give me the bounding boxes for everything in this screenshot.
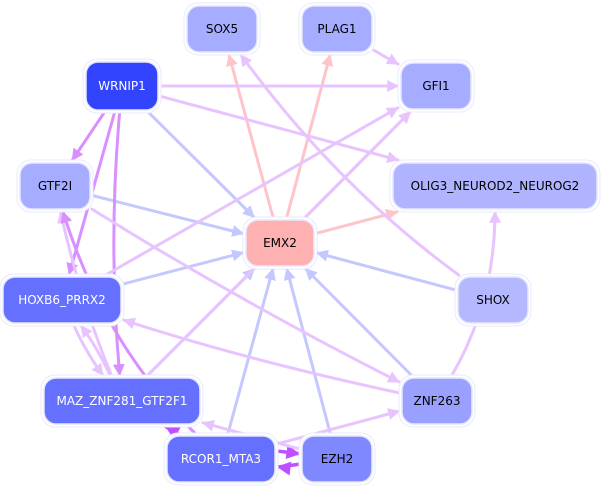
- node-label: GFI1: [422, 79, 449, 93]
- node-wrnip1[interactable]: WRNIP1: [82, 58, 162, 114]
- node-rcor1-mta3[interactable]: RCOR1_MTA3: [163, 432, 279, 486]
- edge-hoxb6_prrx2-to-emx2: [121, 249, 245, 286]
- edge-plag1-to-gfi1: [372, 48, 400, 66]
- edge-maz_znf281_gtf2f1-to-hoxb6_prrx2: [79, 324, 112, 378]
- node-label: EZH2: [321, 452, 353, 466]
- node-plag1[interactable]: PLAG1: [298, 2, 376, 56]
- edge-rcor1_mta3-to-znf263: [275, 408, 401, 446]
- node-label: SOX5: [206, 22, 238, 36]
- node-label: HOXB6_PRRX2: [18, 293, 106, 307]
- node-box: [85, 61, 159, 111]
- node-box: [43, 377, 201, 425]
- node-box: [166, 435, 276, 483]
- node-box: [457, 276, 529, 324]
- node-maz-znf281-gtf2f1[interactable]: MAZ_ZNF281_GTF2F1: [40, 374, 204, 428]
- node-sox5[interactable]: SOX5: [183, 2, 261, 56]
- node-label: ZNF263: [413, 394, 460, 408]
- node-gfi1[interactable]: GFI1: [397, 59, 475, 113]
- edge-wrnip1-to-gtf2i: [70, 110, 107, 162]
- edge-ezh2-to-rcor1_mta3: [276, 461, 302, 476]
- node-box: [2, 276, 122, 324]
- edge-wrnip1-to-emx2: [146, 110, 256, 219]
- node-box: [301, 5, 373, 53]
- edge-hoxb6_prrx2-to-maz_znf281_gtf2f1: [72, 323, 105, 377]
- edge-wrnip1-to-olig3_neurod2_neurog2: [158, 94, 400, 163]
- node-label: SHOX: [476, 293, 510, 307]
- edge-gtf2i-to-emx2: [90, 193, 245, 237]
- node-label: WRNIP1: [98, 79, 146, 93]
- edge-emx2-to-sox5: [226, 53, 275, 220]
- node-ezh2[interactable]: EZH2: [298, 432, 376, 486]
- node-hoxb6-prrx2[interactable]: HOXB6_PRRX2: [0, 273, 125, 327]
- node-label: PLAG1: [317, 22, 356, 36]
- node-label: MAZ_ZNF281_GTF2F1: [56, 394, 187, 408]
- node-box: [301, 435, 373, 483]
- node-label: RCOR1_MTA3: [181, 452, 261, 466]
- edge-gtf2i-to-znf263: [90, 207, 401, 384]
- node-label: GTF2I: [38, 179, 72, 193]
- node-emx2[interactable]: EMX2: [242, 216, 318, 270]
- node-box: [186, 5, 258, 53]
- node-box: [245, 219, 315, 267]
- node-box: [19, 162, 91, 210]
- edge-znf263-to-hoxb6_prrx2: [122, 317, 402, 395]
- edge-rcor1_mta3-to-ezh2: [275, 445, 301, 459]
- node-shox[interactable]: SHOX: [454, 273, 532, 327]
- node-box: [400, 62, 472, 110]
- node-gtf2i[interactable]: GTF2I: [16, 159, 94, 213]
- edge-znf263-to-emx2: [304, 267, 414, 378]
- edge-wrnip1-to-maz_znf281_gtf2f1: [112, 110, 125, 377]
- node-olig3-neurod2-neurog2[interactable]: OLIG3_NEUROD2_NEUROG2: [389, 159, 601, 213]
- edge-rcor1_mta3-to-emx2: [226, 267, 276, 436]
- edge-ezh2-to-emx2: [283, 267, 332, 436]
- node-box: [392, 162, 598, 210]
- node-label: EMX2: [263, 236, 297, 250]
- edge-shox-to-emx2: [315, 249, 458, 292]
- edge-shox-to-sox5: [239, 53, 461, 277]
- node-label: OLIG3_NEUROD2_NEUROG2: [411, 179, 580, 193]
- node-box: [401, 377, 473, 425]
- node-znf263[interactable]: ZNF263: [398, 374, 476, 428]
